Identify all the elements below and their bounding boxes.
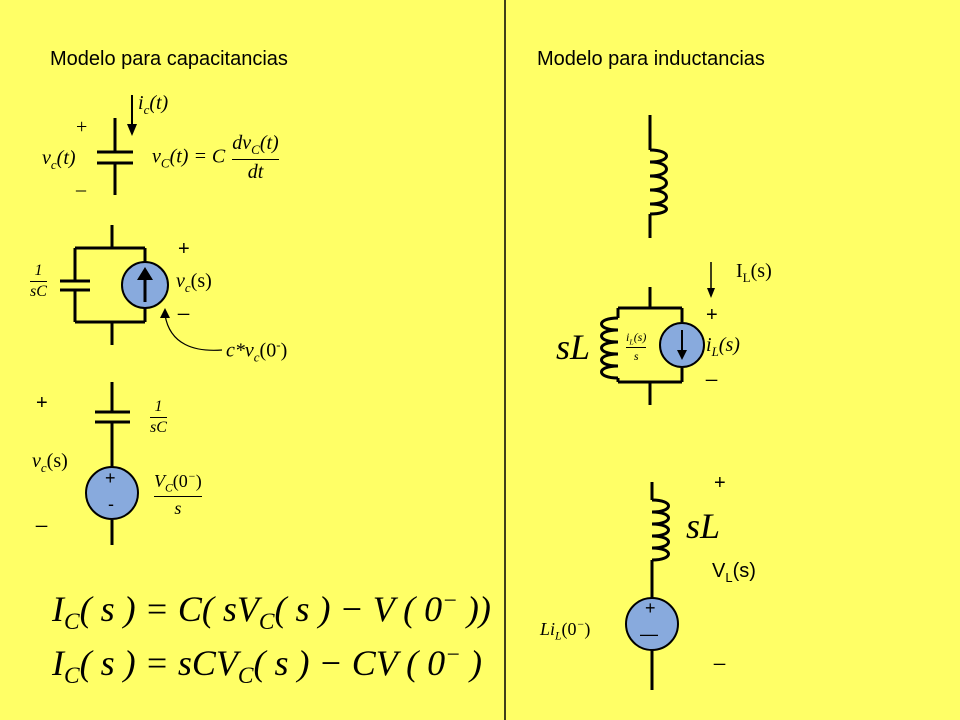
series-capacitor-circuit bbox=[95, 382, 130, 545]
cap-minus: _ bbox=[76, 172, 86, 194]
capacitor-model-title: Modelo para capacitancias bbox=[50, 48, 288, 70]
capacitor-equation-2: IC( s ) = sCVC( s ) − CV ( 0− ) bbox=[52, 642, 482, 690]
capacitor-equation-1: IC( s ) = C( sVC( s ) − V ( 0− )) bbox=[52, 588, 491, 636]
current-source-up bbox=[121, 261, 169, 309]
current-arrow bbox=[127, 95, 137, 136]
inductor-symbol bbox=[648, 115, 668, 238]
parallel-inductor-circuit bbox=[600, 287, 684, 405]
vl-label: VL(s) bbox=[712, 560, 756, 585]
parallel-plus: + bbox=[178, 238, 190, 260]
series-sL: sL bbox=[686, 506, 721, 546]
voltage-source-capacitor bbox=[85, 466, 139, 520]
inductor-model-title: Modelo para inductancias bbox=[537, 48, 765, 70]
cap-plus: + bbox=[76, 116, 88, 138]
series-minus: _ bbox=[36, 506, 48, 528]
ind-parallel-plus: + bbox=[706, 304, 718, 326]
cap-source-minus: - bbox=[108, 494, 114, 514]
parallel-sL: sL bbox=[556, 327, 591, 367]
source-note: c*vc(0-) bbox=[226, 337, 288, 365]
vc-label: vc(t) bbox=[42, 147, 76, 172]
ic-label: ic(t) bbox=[138, 92, 169, 117]
current-source-down bbox=[659, 322, 705, 368]
cap-source-plus: + bbox=[105, 468, 116, 488]
ind-series-plus: + bbox=[714, 472, 726, 494]
il-current-arrow bbox=[707, 262, 715, 298]
series-vc-label: vc(s) bbox=[32, 450, 68, 475]
series-plus: + bbox=[36, 392, 48, 414]
ind-source-minus: — bbox=[640, 624, 658, 644]
parallel-capacitor-circuit bbox=[60, 225, 147, 345]
ind-source-label: LiL(0−) bbox=[540, 618, 591, 643]
ind-parallel-minus: _ bbox=[706, 360, 718, 382]
il-current-label: IL(s) bbox=[736, 260, 772, 285]
series-inductor-circuit bbox=[650, 482, 670, 690]
parallel-minus: _ bbox=[178, 294, 190, 316]
capacitor-symbol bbox=[97, 118, 133, 195]
capacitor-equation: vC(t) = C dvC(t) dt bbox=[152, 132, 279, 183]
annotation-arrow bbox=[164, 314, 223, 351]
side-il-label: iL(s) bbox=[706, 334, 740, 359]
parallel-vc-label: vc(s) bbox=[176, 270, 212, 295]
voltage-source-inductor bbox=[625, 597, 679, 651]
series-source-value: VC(0−) s bbox=[154, 470, 202, 518]
ind-source-plus: + bbox=[645, 598, 656, 618]
ind-series-minus: _ bbox=[714, 644, 726, 666]
source-current-fraction: iL(s) s bbox=[626, 330, 647, 364]
